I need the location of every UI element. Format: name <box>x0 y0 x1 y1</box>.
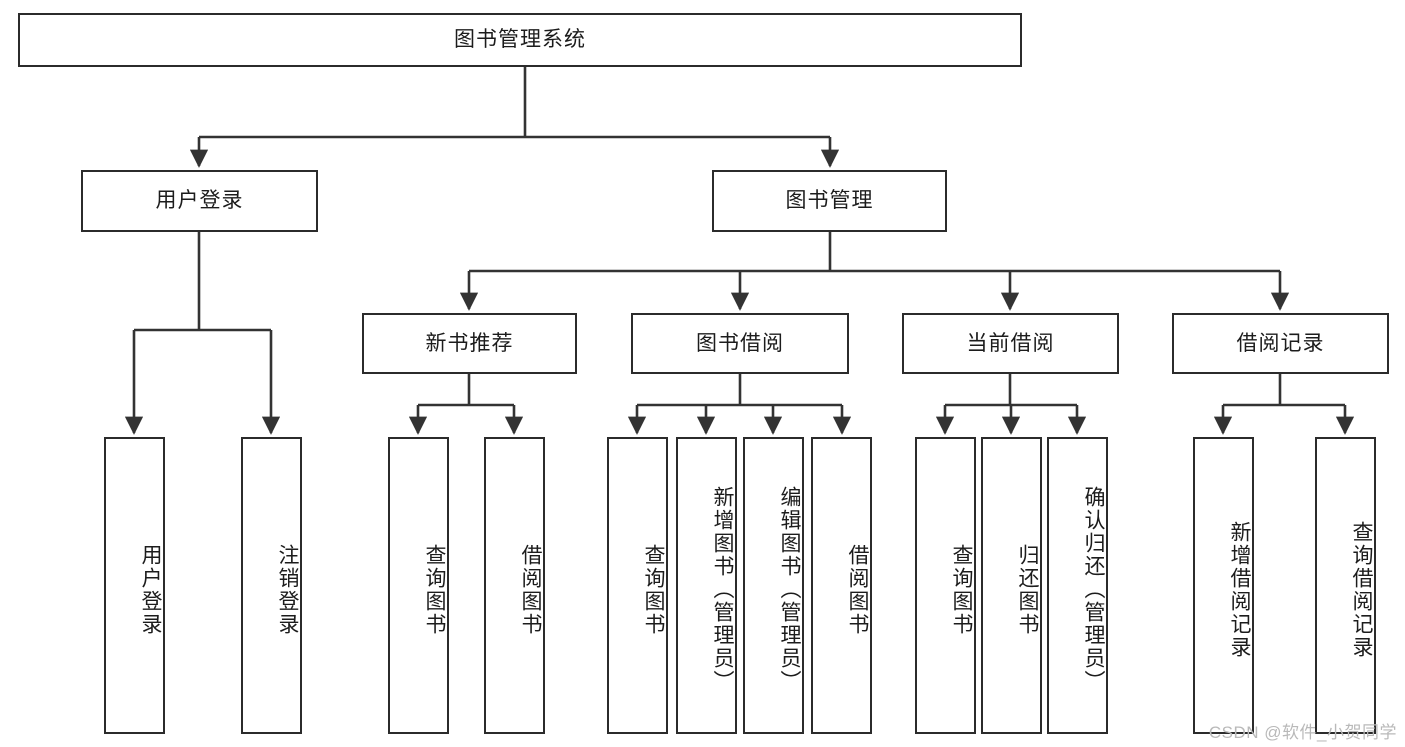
node-leaf-query-book-3-label: 查询图书 <box>950 543 973 636</box>
watermark-text: CSDN @软件_小贺同学 <box>1208 723 1397 742</box>
node-leaf-borrow-book-2-label: 借阅图书 <box>846 543 869 636</box>
node-leaf-query-book-2[interactable]: 查询图书 <box>607 437 668 734</box>
node-book-manage-label: 图书管理 <box>785 189 874 213</box>
node-book-manage[interactable]: 图书管理 <box>712 170 947 232</box>
node-leaf-logout[interactable]: 注销登录 <box>241 437 302 734</box>
node-leaf-query-book-3[interactable]: 查询图书 <box>915 437 976 734</box>
node-user-login[interactable]: 用户登录 <box>81 170 318 232</box>
node-root[interactable]: 图书管理系统 <box>18 13 1022 67</box>
node-leaf-add-book[interactable]: 新增图书（管理员） <box>676 437 737 734</box>
node-leaf-borrow-book-1-label: 借阅图书 <box>519 543 542 636</box>
node-leaf-return-book[interactable]: 归还图书 <box>981 437 1042 734</box>
node-leaf-confirm-return[interactable]: 确认归还（管理员） <box>1047 437 1108 734</box>
node-leaf-user-login-label: 用户登录 <box>139 543 162 636</box>
node-new-book-recommend[interactable]: 新书推荐 <box>362 313 577 374</box>
node-leaf-add-record-label: 新增借阅记录 <box>1228 520 1251 659</box>
node-leaf-add-book-label: 新增图书（管理员） <box>711 486 734 693</box>
node-leaf-borrow-book-2[interactable]: 借阅图书 <box>811 437 872 734</box>
node-leaf-return-book-label: 归还图书 <box>1016 543 1039 636</box>
node-leaf-query-record-label: 查询借阅记录 <box>1350 520 1373 659</box>
node-leaf-borrow-book-1[interactable]: 借阅图书 <box>484 437 545 734</box>
node-user-login-label: 用户登录 <box>155 189 244 213</box>
node-leaf-edit-book-label: 编辑图书（管理员） <box>778 486 801 693</box>
node-leaf-user-login[interactable]: 用户登录 <box>104 437 165 734</box>
node-leaf-logout-label: 注销登录 <box>276 543 299 636</box>
node-leaf-add-record[interactable]: 新增借阅记录 <box>1193 437 1254 734</box>
node-root-label: 图书管理系统 <box>454 28 586 52</box>
node-leaf-edit-book[interactable]: 编辑图书（管理员） <box>743 437 804 734</box>
node-book-borrow-label: 图书借阅 <box>696 331 784 355</box>
node-leaf-confirm-return-label: 确认归还（管理员） <box>1082 486 1105 693</box>
node-borrow-record[interactable]: 借阅记录 <box>1172 313 1389 374</box>
node-leaf-query-book-1-label: 查询图书 <box>423 543 446 636</box>
node-borrow-record-label: 借阅记录 <box>1236 331 1325 355</box>
node-leaf-query-book-2-label: 查询图书 <box>642 543 665 636</box>
node-current-borrow[interactable]: 当前借阅 <box>902 313 1119 374</box>
node-leaf-query-book-1[interactable]: 查询图书 <box>388 437 449 734</box>
node-new-book-recommend-label: 新书推荐 <box>425 331 514 355</box>
node-book-borrow[interactable]: 图书借阅 <box>631 313 849 374</box>
node-leaf-query-record[interactable]: 查询借阅记录 <box>1315 437 1376 734</box>
node-current-borrow-label: 当前借阅 <box>966 331 1055 355</box>
